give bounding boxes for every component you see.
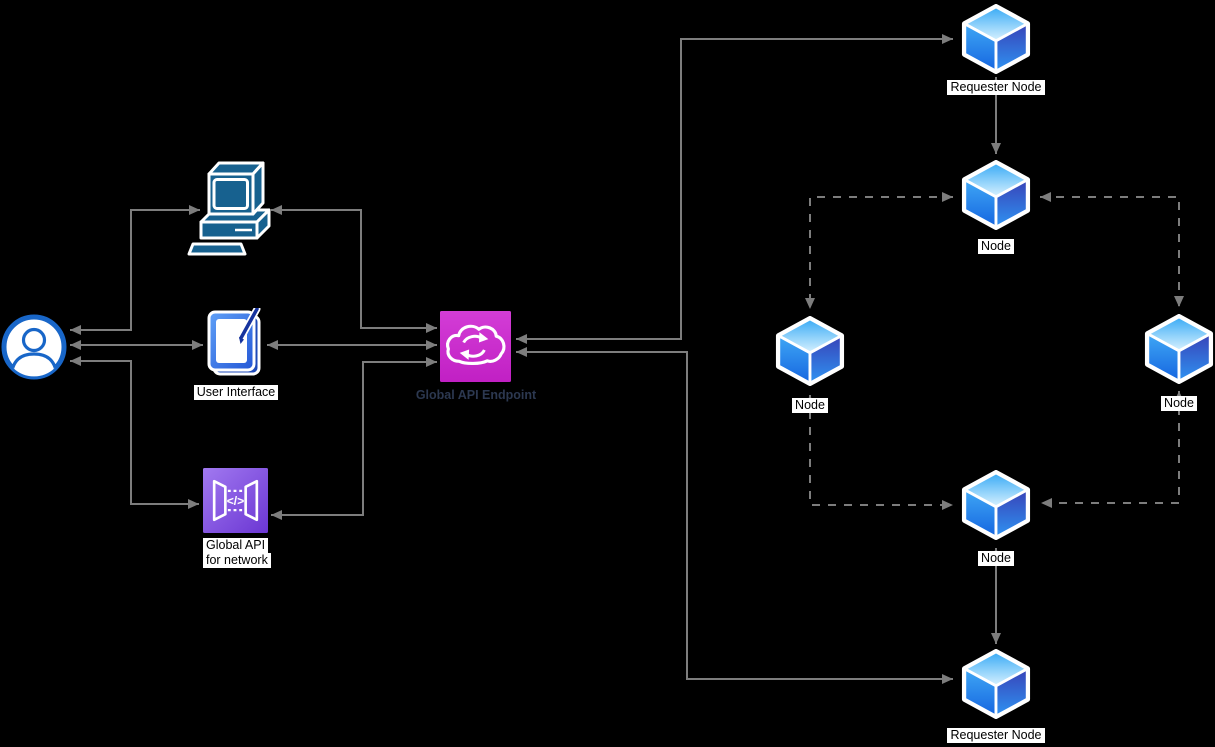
requester-node-bottom-label: Requester Node	[926, 728, 1066, 743]
api-network-node: </>	[203, 468, 268, 533]
cube-icon	[1144, 314, 1214, 384]
edge-api-network-endpoint	[271, 357, 437, 520]
user-avatar-icon	[1, 314, 67, 380]
node-left-label: Node	[740, 398, 880, 413]
cloud-sync-icon	[440, 311, 511, 382]
user-interface-label: User Interface	[166, 385, 306, 400]
api-network-label: Global API for network	[203, 538, 353, 568]
svg-text:</>: </>	[227, 494, 245, 508]
node-bottom-label: Node	[926, 551, 1066, 566]
computer-node	[183, 160, 283, 256]
node-bottom	[960, 470, 1032, 540]
cube-icon	[961, 4, 1031, 74]
endpoint-node	[440, 311, 511, 382]
endpoint-label: Global API Endpoint	[415, 388, 537, 402]
desktop-computer-icon	[187, 161, 271, 256]
edge-user-computer	[70, 205, 200, 335]
requester-node-bottom	[960, 649, 1032, 719]
node-top	[960, 160, 1032, 230]
requester-node-top	[960, 4, 1032, 74]
edge-endpoint-requester-top	[516, 34, 953, 344]
node-left	[774, 316, 846, 386]
edge-node-top-node-right	[1040, 192, 1184, 307]
cube-icon	[775, 316, 845, 386]
requester-node-top-label: Requester Node	[926, 80, 1066, 95]
tablet-pen-icon	[207, 308, 261, 376]
edge-computer-endpoint	[271, 205, 437, 333]
edge-user-api-network	[70, 356, 199, 509]
cube-icon	[961, 649, 1031, 719]
cube-icon	[961, 160, 1031, 230]
node-right-label: Node	[1109, 396, 1215, 411]
cube-icon	[961, 470, 1031, 540]
node-right	[1143, 314, 1215, 384]
node-top-label: Node	[926, 239, 1066, 254]
edge-node-right-node-bottom	[1041, 391, 1184, 508]
edge-node-left-node-bottom	[805, 395, 953, 510]
api-gateway-icon: </>	[203, 468, 268, 533]
user-interface-node	[205, 308, 265, 380]
user-node	[1, 314, 67, 380]
edge-endpoint-requester-bottom	[516, 347, 953, 684]
